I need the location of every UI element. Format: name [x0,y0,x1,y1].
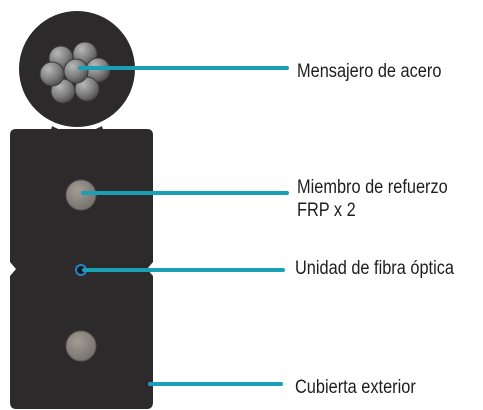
label-fiber-unit: Unidad de fibra óptica [295,258,454,279]
label-strength-member: Miembro de refuerzo [297,177,448,198]
label-outer-jacket: Cubierta exterior [295,377,416,398]
steel-wire-center [63,58,89,84]
steel-wire [39,61,65,87]
frp-strength-member-bottom [65,330,97,362]
label-steel-messenger: Mensajero de acero [297,61,442,82]
label-strength-member-count: FRP x 2 [297,200,356,221]
leader-lines [78,66,289,386]
